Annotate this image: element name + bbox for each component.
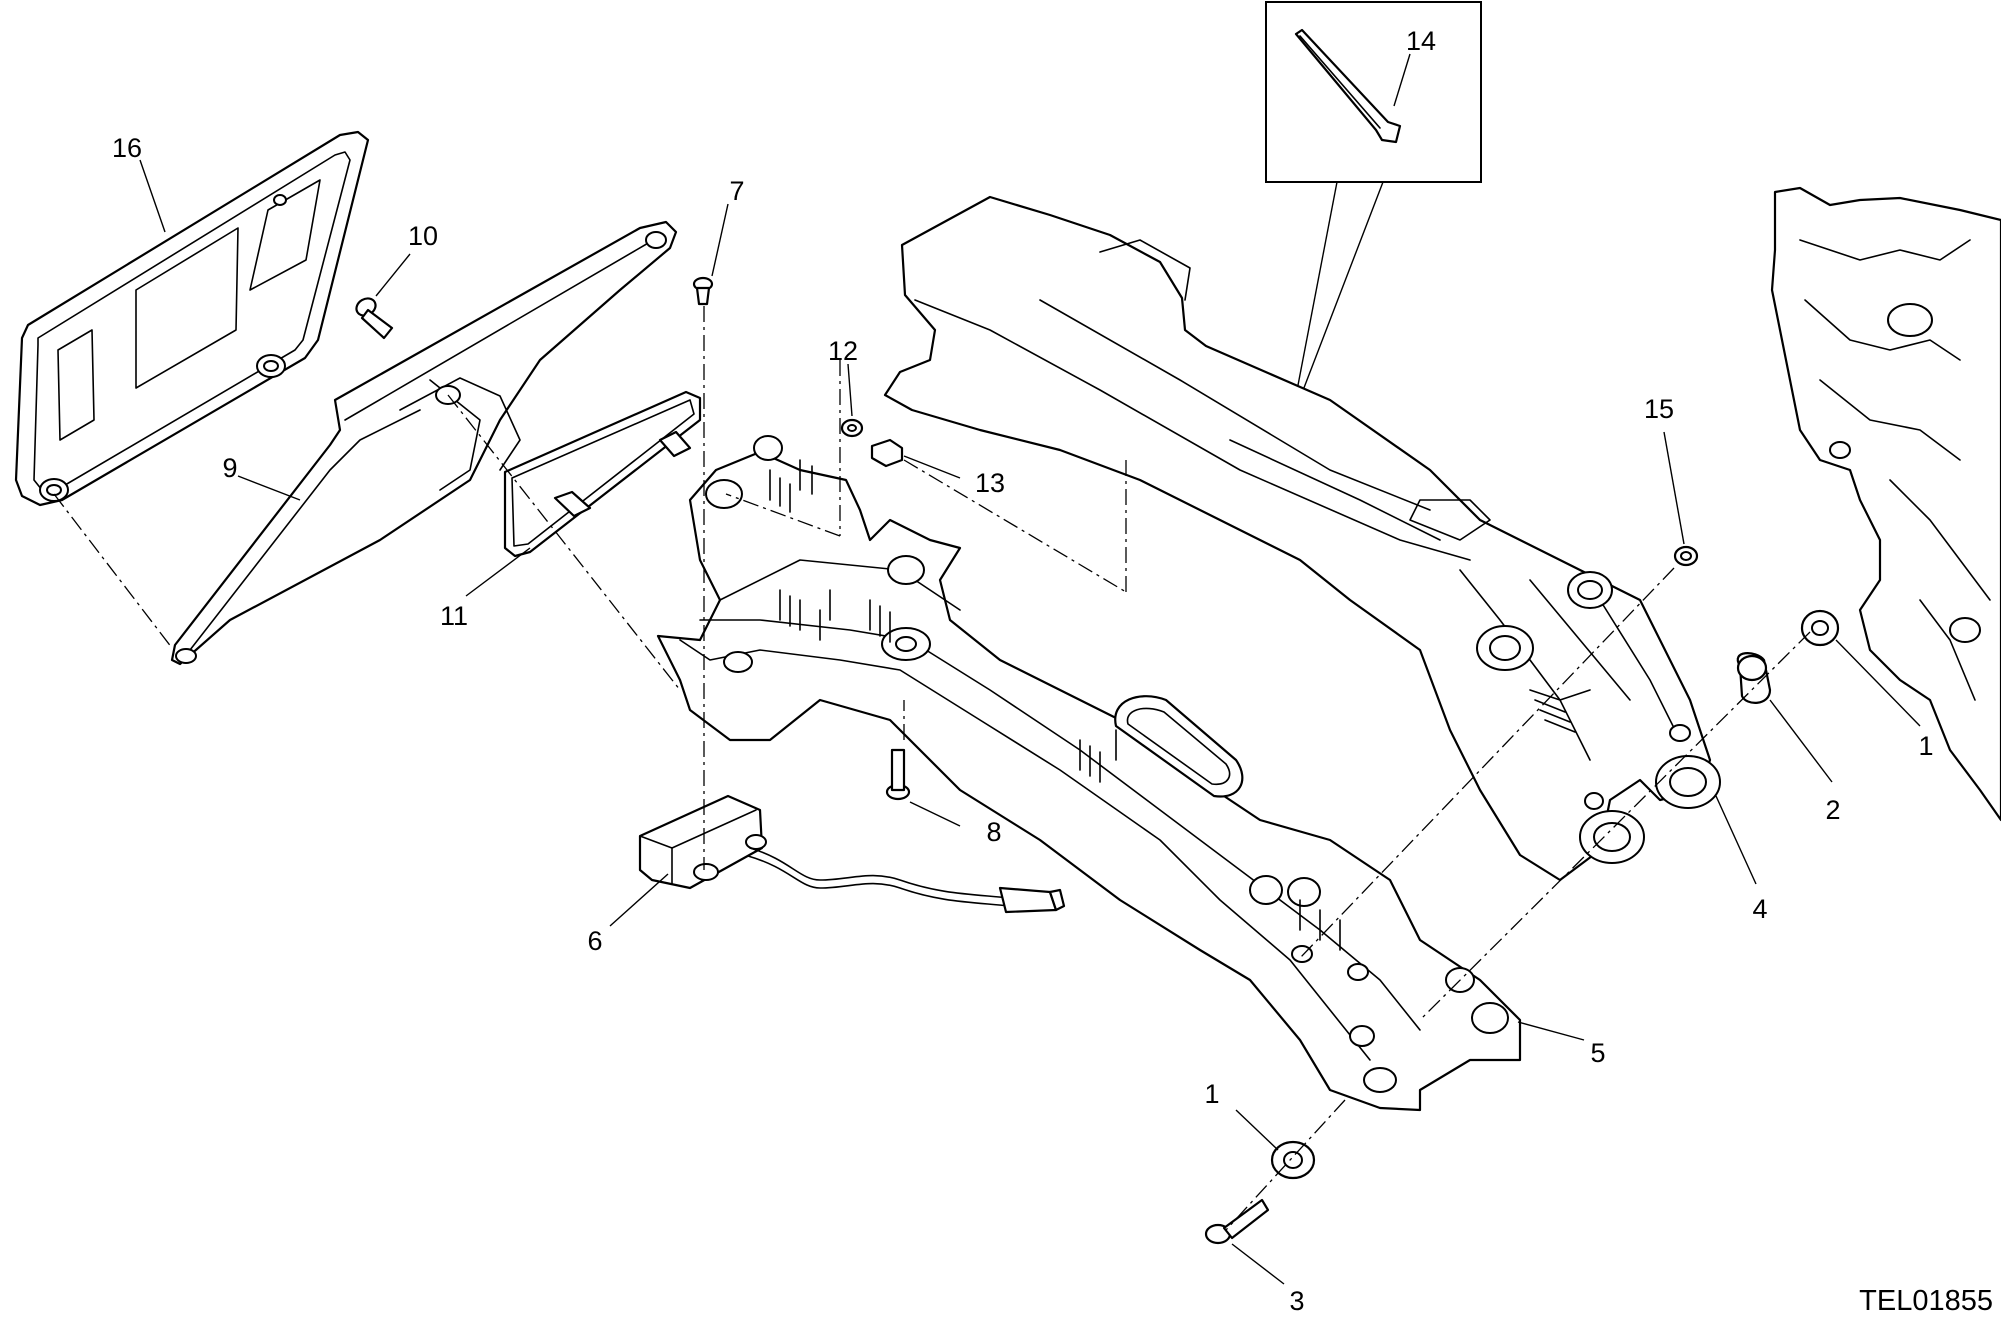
callout-16: 16 [112,133,142,163]
drawing-code: TEL01855 [1859,1285,1993,1317]
callout-8: 8 [986,817,1001,847]
callout-14: 14 [1406,26,1436,56]
leader-lines [139,159,1921,1285]
callout-6: 6 [587,926,602,956]
screw-15 [1673,545,1699,567]
rear-mudguard [656,435,1522,1112]
screw-7 [692,276,714,306]
callout-1-lower: 1 [1204,1079,1219,1109]
callout-7: 7 [729,176,744,206]
washer-12 [840,418,864,438]
callout-labels: 16 10 9 11 7 12 13 8 6 14 15 1 2 4 5 1 3 [112,26,1934,1316]
washer-1-upper [1800,609,1840,647]
cable-tie-part [1294,28,1402,144]
callout-2: 2 [1825,795,1840,825]
screw-8 [885,748,911,801]
callout-12: 12 [828,336,858,366]
rear-subframe [883,195,1721,882]
reflector [503,390,702,558]
callout-15: 15 [1644,394,1674,424]
frame-section-right [1770,186,2001,822]
leader-14 [1393,53,1411,107]
screw-10 [355,297,394,340]
callout-11: 11 [440,601,468,631]
assembly-axes [53,306,1811,1231]
license-plate-bracket [170,220,678,666]
callout-5: 5 [1590,1038,1605,1068]
nut-13 [870,438,904,468]
callout-4: 4 [1752,894,1767,924]
detail-inset-cable-tie [1265,1,1482,407]
callout-10: 10 [408,221,438,251]
license-plate-holder [14,130,370,507]
callout-3: 3 [1289,1286,1304,1316]
screw-3 [1204,1198,1270,1245]
callout-13: 13 [975,468,1005,498]
callout-9: 9 [222,453,237,483]
detail-inset-frame [1265,1,1482,183]
grommet-2 [1736,652,1772,704]
callout-1-upper: 1 [1918,731,1933,761]
license-plate-light [638,794,1066,914]
